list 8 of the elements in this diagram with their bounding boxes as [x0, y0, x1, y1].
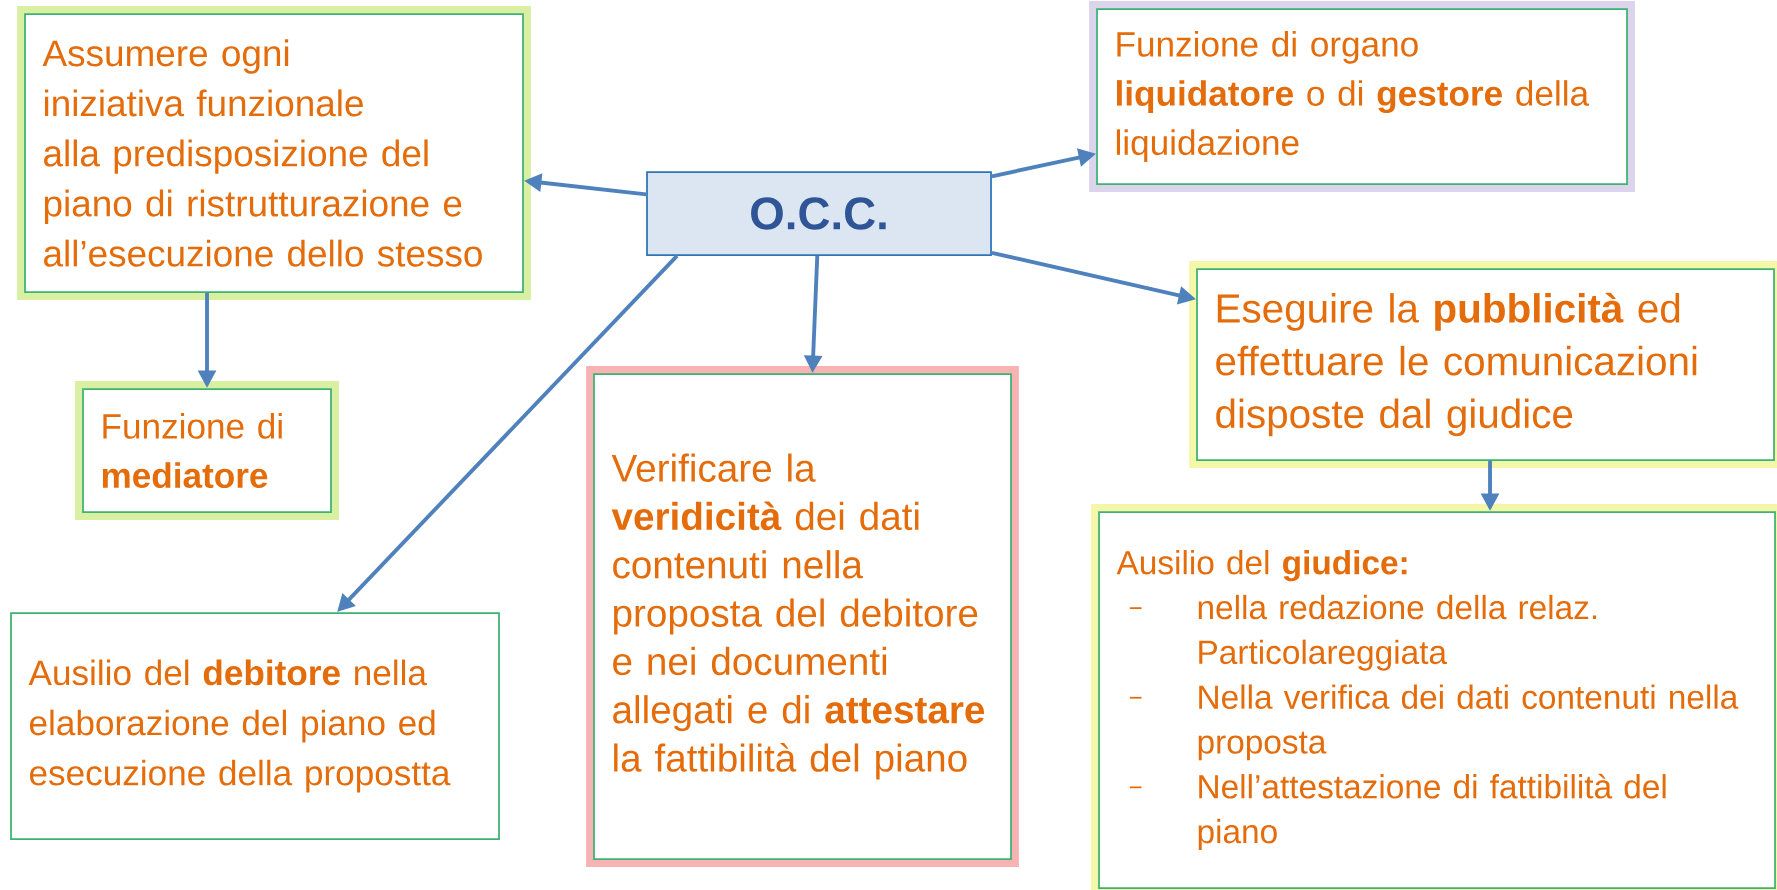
central-box: O.C.C.	[646, 171, 992, 256]
text-box: Verificare la veridicità dei dati contenuti nella proposta del debitore e nei documenti allegati e di attestare la fattibilità del piano	[586, 366, 1019, 867]
text-box: Funzione di organo liquidatore o di gestore della liquidazione	[1089, 1, 1635, 192]
text-box: Assumere ogni iniziativa funzionale alla predisposizione del piano di ristrutturazione e all’esecuzione dello stesso	[17, 6, 531, 300]
text-box: Eseguire la pubblicità ed effettuare le comunicazioni disposte dal giudice	[1189, 261, 1777, 468]
text-box: Ausilio del giudice: nella redazione della relaz. Particolareggiata Nella verifica dei dati contenuti nella proposta Nell’attestazione di fattibilità del piano	[1091, 504, 1777, 890]
text-box: Ausilio del debitore nella elaborazione del piano ed esecuzione della propostta	[10, 612, 500, 840]
text-box: Funzione di mediatore	[75, 381, 339, 520]
